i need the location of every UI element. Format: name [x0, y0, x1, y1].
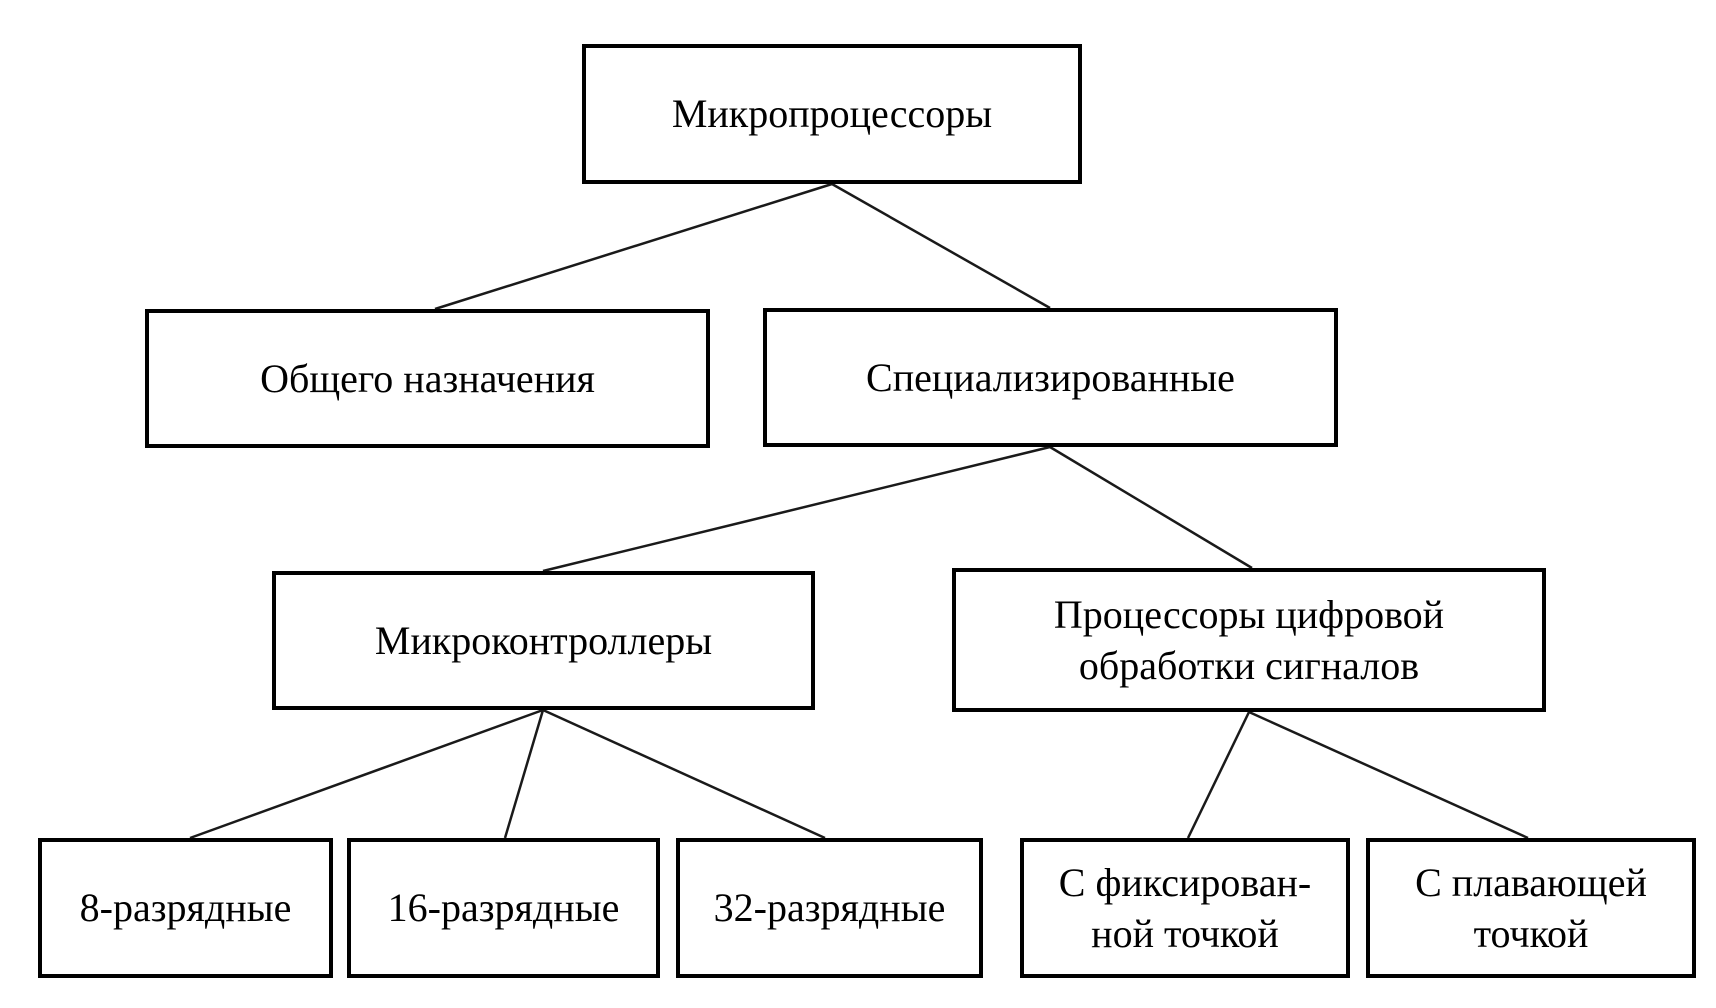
node-32bit-label: 32-разрядные — [713, 885, 946, 931]
node-dsp: Процессоры цифровой обработки сигналов — [952, 568, 1546, 712]
node-16bit: 16-разрядные — [347, 838, 660, 978]
node-floating-point-label-line2: точкой — [1473, 911, 1589, 956]
node-specialized: Специализированные — [763, 308, 1338, 447]
node-32bit: 32-разрядные — [676, 838, 983, 978]
node-general-purpose-label: Общего назначения — [260, 355, 595, 401]
node-specialized-label: Специализированные — [866, 354, 1235, 400]
edge-mcu-bit8 — [189, 708, 544, 840]
edge-mcu-bit16 — [503, 709, 545, 839]
node-fixed-point-label-line2: ной точкой — [1091, 911, 1279, 956]
node-microcontrollers: Микроконтроллеры — [272, 571, 815, 710]
node-root-label: Микропроцессоры — [671, 91, 993, 137]
node-8bit-label: 8-разрядные — [79, 885, 292, 931]
edge-dsp-fixed-point — [1186, 711, 1251, 839]
edge-root-general — [434, 182, 833, 311]
node-floating-point: С плавающей точкой — [1366, 838, 1696, 978]
edge-specialized-dsp — [1049, 445, 1253, 570]
node-8bit: 8-разрядные — [38, 838, 333, 978]
edge-specialized-mcu — [542, 445, 1051, 573]
edge-mcu-bit32 — [542, 708, 826, 840]
edge-dsp-float-point — [1248, 710, 1529, 840]
node-root: Микропроцессоры — [582, 44, 1082, 184]
node-floating-point-label-line1: С плавающей — [1415, 859, 1647, 905]
node-dsp-label-line2: обработки сигналов — [1078, 643, 1420, 688]
node-microcontrollers-label: Микроконтроллеры — [374, 617, 713, 663]
node-general-purpose: Общего назначения — [145, 309, 710, 448]
node-fixed-point-label-line1: С фиксирован- — [1058, 859, 1312, 905]
node-dsp-label-line1: Процессоры цифровой — [1053, 591, 1445, 637]
edge-root-specialized — [831, 182, 1051, 310]
node-fixed-point: С фиксирован- ной точкой — [1020, 838, 1350, 978]
node-16bit-label: 16-разрядные — [387, 885, 620, 931]
